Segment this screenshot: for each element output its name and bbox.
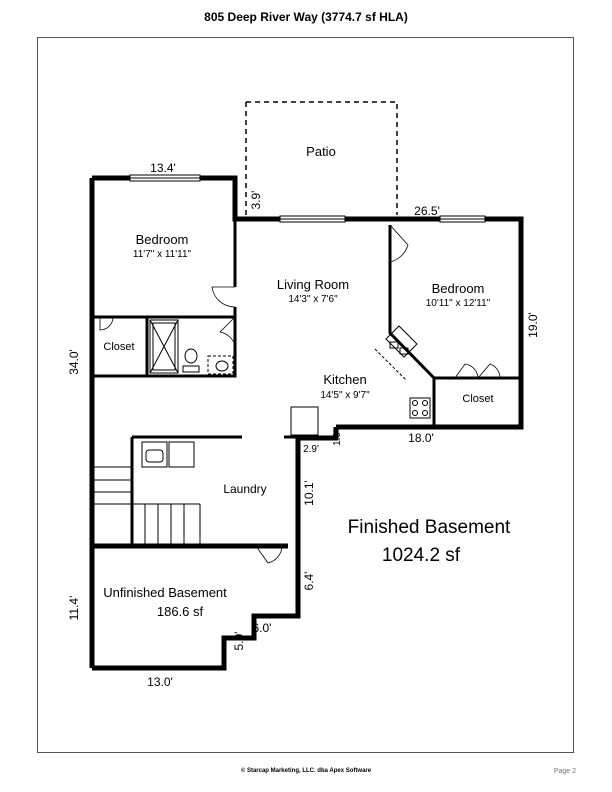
interior-walls [92, 219, 521, 546]
patio-label: Patio [306, 144, 336, 159]
dim-right-side: 19.0' [526, 312, 540, 338]
unfinished-label: Unfinished Basement [103, 585, 227, 600]
dim-laundry-side: 10.1' [302, 480, 316, 506]
living-room-size: 14'3" x 7'6" [288, 294, 338, 305]
page-title: 805 Deep River Way (3774.7 sf HLA) [204, 10, 408, 24]
bedroom-left-size: 11'7" x 11'11" [133, 249, 192, 260]
patio-outline [245, 101, 398, 215]
bedroom-right-size: 10'11" x 12'11" [426, 298, 491, 309]
closet-left-label: Closet [103, 341, 134, 353]
dim-step-vertical: 1.0' [332, 430, 343, 446]
room-labels: Patio Bedroom 11'7" x 11'11" Living Room… [103, 144, 511, 619]
windows [129, 174, 486, 223]
unfinished-area: 186.6 sf [157, 604, 204, 619]
summary-title: Finished Basement [348, 517, 511, 538]
stairs [91, 466, 201, 547]
copyright-footer: © Starcap Marketing, LLC. dba Apex Softw… [240, 768, 372, 774]
door-swings [99, 224, 501, 564]
dim-bottom-step: 5.0' [232, 632, 246, 651]
summary-area: 1024.2 sf [382, 545, 461, 566]
dim-lower-side: 6.4' [302, 572, 316, 591]
dim-lower-step: 6.0' [253, 621, 272, 635]
bedroom-left-label: Bedroom [136, 232, 189, 247]
plan-frame [37, 37, 574, 753]
dim-kitchen-bottom: 18.0' [408, 431, 434, 445]
dim-step-horizontal: 2.9' [303, 444, 319, 455]
kitchen-size: 14'5" x 9'7" [320, 390, 370, 401]
dim-bottom: 13.0' [147, 675, 173, 689]
living-room-label: Living Room [277, 277, 349, 292]
laundry-label: Laundry [223, 482, 266, 496]
bedroom-right-label: Bedroom [432, 281, 485, 296]
dim-left-side: 34.0' [67, 349, 81, 375]
dimension-labels: 13.4' 3.9' 26.5' 19.0' 34.0' 18.0' 1.0' … [67, 161, 540, 689]
closet-right-label: Closet [462, 393, 493, 405]
bath-fixtures [149, 319, 234, 375]
kitchen-label: Kitchen [323, 372, 366, 387]
kitchen-fixtures [290, 325, 431, 436]
dim-top-right: 26.5' [414, 204, 440, 218]
dim-patio-side: 3.9' [249, 191, 263, 210]
dim-top-left: 13.4' [150, 161, 176, 175]
laundry-fixtures [141, 441, 195, 468]
dim-unfinished-left: 11.4' [67, 596, 81, 621]
page-number: Page 2 [553, 768, 576, 775]
